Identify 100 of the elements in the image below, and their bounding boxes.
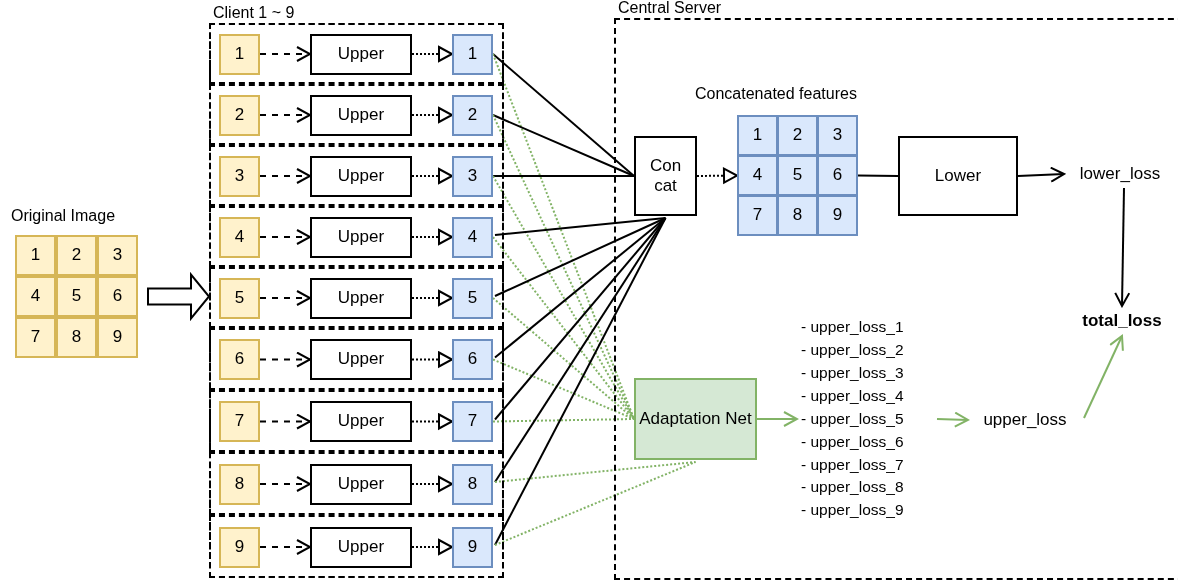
arrow — [259, 351, 311, 368]
connector-line — [492, 297, 635, 420]
arrow — [936, 411, 969, 428]
arrow — [259, 290, 311, 306]
connector-line — [494, 217, 667, 297]
loss-item: - upper_loss_9 — [801, 501, 904, 520]
arrow — [259, 168, 311, 184]
input-patch: 5 — [219, 277, 260, 319]
grid-cell: 5 — [777, 155, 818, 196]
loss-item: - upper_loss_2 — [801, 340, 904, 360]
grid-cell: 5 — [56, 276, 97, 317]
process-box: Lower — [898, 136, 1018, 216]
arrow — [259, 539, 311, 555]
grid-title: Original Image — [11, 207, 116, 225]
input-patch: 6 — [219, 339, 260, 380]
arrow — [1114, 187, 1131, 307]
grid-cell: 9 — [817, 195, 858, 236]
input-patch: 1 — [219, 33, 260, 75]
process-box: Upper — [310, 526, 412, 568]
process-box: Upper — [310, 155, 412, 197]
arrow — [1083, 335, 1124, 419]
client-frame — [209, 452, 504, 515]
client-frame — [209, 145, 504, 206]
loss-item: - upper_loss_1 — [801, 318, 904, 337]
client-frame — [209, 267, 504, 328]
input-patch: 8 — [219, 463, 260, 505]
process-box: Adaptation Net — [634, 378, 757, 460]
process-box: Upper — [310, 33, 412, 75]
grid-cell: 3 — [97, 235, 138, 276]
process-box: Upper — [310, 277, 412, 319]
arrow — [259, 229, 311, 245]
loss-item: - upper_loss_3 — [801, 363, 904, 383]
loss-item: - upper_loss_6 — [801, 432, 904, 452]
loss-label: total_loss — [1072, 308, 1172, 334]
input-patch: 7 — [219, 401, 260, 442]
process-box: Upper — [310, 401, 412, 442]
arrow — [259, 476, 311, 492]
arrow — [259, 46, 311, 62]
connector-line — [494, 217, 667, 483]
loss-item: - upper_loss_7 — [801, 455, 904, 475]
grid-cell: 3 — [817, 115, 858, 156]
connector-line — [494, 217, 667, 546]
connector-line — [492, 236, 635, 420]
client-frame — [209, 84, 504, 145]
grid-cell: 6 — [97, 276, 138, 317]
client-frame — [209, 206, 504, 267]
feature-patch: 5 — [452, 277, 493, 319]
feature-patch: 6 — [452, 339, 493, 380]
arrow — [259, 413, 311, 430]
group-title: Central Server — [618, 0, 722, 17]
connector-line — [494, 461, 697, 483]
feature-patch: 9 — [452, 526, 493, 568]
loss-item: - upper_loss_5 — [801, 409, 904, 429]
process-box: Upper — [310, 339, 412, 380]
client-frame — [209, 23, 504, 84]
grid-cell: 2 — [56, 235, 97, 276]
grid-cell: 1 — [15, 235, 56, 276]
grid-cell: 6 — [817, 155, 858, 196]
client-frame — [209, 390, 504, 452]
feature-patch: 1 — [452, 33, 493, 75]
connector-line — [492, 175, 635, 177]
group-title: Client 1 ~ 9 — [213, 4, 295, 22]
grid-cell: 4 — [15, 276, 56, 317]
loss-item: - upper_loss_4 — [801, 386, 904, 406]
input-patch: 4 — [219, 216, 260, 258]
arrow — [756, 411, 798, 427]
process-box: Upper — [310, 463, 412, 505]
grid-cell: 8 — [56, 317, 97, 358]
input-patch: 9 — [219, 526, 260, 568]
process-box: Con cat — [634, 136, 697, 216]
grid-cell: 4 — [737, 155, 778, 196]
feature-patch: 3 — [452, 155, 493, 197]
input-patch: 2 — [219, 94, 260, 136]
connector-line — [494, 461, 697, 546]
connector-line — [857, 174, 899, 177]
feature-patch: 2 — [452, 94, 493, 136]
connector-line — [492, 53, 635, 177]
feature-patch: 4 — [452, 216, 493, 258]
grid-title: Concatenated features — [695, 85, 857, 103]
process-box: Upper — [310, 216, 412, 258]
arrow — [1017, 166, 1065, 183]
arrow — [259, 107, 311, 123]
process-box: Upper — [310, 94, 412, 136]
connector-line — [494, 217, 667, 236]
grid-cell: 7 — [15, 317, 56, 358]
grid-cell: 1 — [737, 115, 778, 156]
loss-label: lower_loss — [1068, 162, 1172, 186]
connector-line — [492, 114, 635, 177]
client-frame — [209, 515, 504, 578]
grid-cell: 8 — [777, 195, 818, 236]
grid-cell: 7 — [737, 195, 778, 236]
loss-item: - upper_loss_8 — [801, 478, 904, 498]
connector-line — [494, 217, 667, 359]
feature-patch: 7 — [452, 401, 493, 442]
grid-cell: 2 — [777, 115, 818, 156]
block-arrow — [147, 271, 211, 322]
feature-patch: 8 — [452, 463, 493, 505]
loss-label: upper_loss — [972, 408, 1078, 432]
input-patch: 3 — [219, 155, 260, 197]
client-frame — [209, 328, 504, 390]
